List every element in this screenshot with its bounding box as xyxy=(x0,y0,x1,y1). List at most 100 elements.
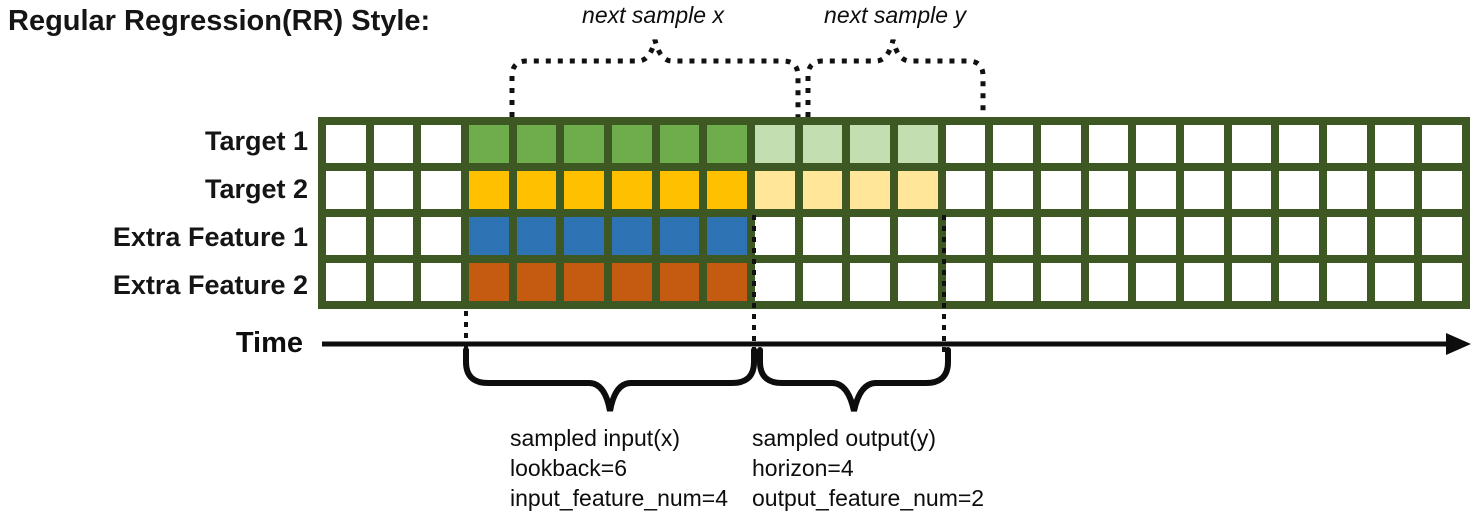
grid-cell xyxy=(755,263,795,301)
grid-cell xyxy=(612,171,652,209)
grid-cell xyxy=(1422,171,1462,209)
grid-cell xyxy=(326,217,366,255)
grid-cell xyxy=(850,171,890,209)
grid-cell xyxy=(993,171,1033,209)
grid-cell xyxy=(1374,217,1415,255)
page-title: Regular Regression(RR) Style: xyxy=(8,5,431,37)
grid-cell xyxy=(1422,217,1462,255)
grid-cell xyxy=(850,125,890,163)
grid-cell xyxy=(898,217,938,255)
grid-cell xyxy=(707,171,747,209)
grid-cell xyxy=(421,217,461,255)
grid-cell xyxy=(326,125,366,163)
row-label-target-1: Target 1 xyxy=(204,125,308,156)
grid-cell xyxy=(659,125,700,163)
grid-cell xyxy=(564,263,604,301)
grid-cell xyxy=(1231,263,1272,301)
grid-cell xyxy=(421,263,461,301)
grid-cell xyxy=(1279,263,1319,301)
grid-cell xyxy=(1327,125,1367,163)
grid-cell xyxy=(707,263,747,301)
grid-cell xyxy=(564,125,604,163)
grid-cell xyxy=(373,217,414,255)
grid-cell xyxy=(564,171,604,209)
grid-cell xyxy=(326,171,366,209)
grid-cell xyxy=(1374,125,1415,163)
grid-cell xyxy=(612,263,652,301)
grid-cell xyxy=(1088,171,1129,209)
grid-cell xyxy=(373,171,414,209)
grid-cell xyxy=(1136,217,1176,255)
grid-cell xyxy=(326,263,366,301)
grid-cell xyxy=(1136,171,1176,209)
grid-cell xyxy=(659,217,700,255)
grid-cell xyxy=(373,125,414,163)
output-feature-num: output_feature_num=2 xyxy=(752,485,985,511)
grid-cell xyxy=(1041,171,1081,209)
time-axis-label: Time xyxy=(235,327,303,359)
grid-cell xyxy=(1327,263,1367,301)
sampled-output-caption: sampled output(y) horizon=4 output_featu… xyxy=(752,423,984,513)
grid-cell xyxy=(802,217,843,255)
grid-cell xyxy=(898,171,938,209)
grid-cell xyxy=(1184,217,1224,255)
grid-cell xyxy=(1136,125,1176,163)
grid-cell xyxy=(1422,125,1462,163)
grid-cell xyxy=(755,125,795,163)
grid-cell xyxy=(1374,263,1415,301)
grid-cell xyxy=(802,125,843,163)
grid-cell xyxy=(1041,263,1081,301)
grid-cell xyxy=(516,217,557,255)
grid-cell xyxy=(1422,263,1462,301)
grid-cell xyxy=(1041,125,1081,163)
grid-cell xyxy=(469,217,509,255)
sampled-output-title: sampled output(y) xyxy=(752,425,937,451)
lookback-value: lookback=6 xyxy=(510,455,627,481)
grid-cell xyxy=(1231,125,1272,163)
next-sample-x-brace xyxy=(509,39,801,117)
horizon-value: horizon=4 xyxy=(752,455,854,481)
sampled-input-title: sampled input(x) xyxy=(510,425,681,451)
grid-cell xyxy=(659,263,700,301)
grid-cell xyxy=(421,125,461,163)
grid-cell xyxy=(755,171,795,209)
grid-cell xyxy=(707,217,747,255)
grid-cell xyxy=(612,217,652,255)
sampled-input-caption: sampled input(x) lookback=6 input_featur… xyxy=(510,423,728,513)
row-label-target-2: Target 2 xyxy=(204,173,308,204)
grid-cell xyxy=(1088,263,1129,301)
grid-cell xyxy=(898,125,938,163)
grid-cell xyxy=(802,263,843,301)
grid-cell xyxy=(1279,171,1319,209)
grid-cell xyxy=(945,263,986,301)
grid-cell xyxy=(802,171,843,209)
grid-cell xyxy=(1088,217,1129,255)
grid-cell xyxy=(850,263,890,301)
grid-cell xyxy=(1231,171,1272,209)
grid-cell xyxy=(1327,171,1367,209)
timeseries-grid xyxy=(318,117,1470,309)
grid-cell xyxy=(516,263,557,301)
grid-cell xyxy=(1136,263,1176,301)
grid-cell xyxy=(373,263,414,301)
grid-cell xyxy=(1327,217,1367,255)
grid-cell xyxy=(564,217,604,255)
grid-cell xyxy=(1184,263,1224,301)
grid-cell xyxy=(1041,217,1081,255)
grid-cell xyxy=(612,125,652,163)
grid-cell xyxy=(1231,217,1272,255)
grid-cell xyxy=(1279,217,1319,255)
grid-cell xyxy=(945,171,986,209)
grid-cell xyxy=(1184,171,1224,209)
grid-cell xyxy=(516,171,557,209)
grid-cell xyxy=(421,171,461,209)
row-labels: Target 1 Target 2 Extra Feature 1 Extra … xyxy=(0,117,308,309)
grid-cell xyxy=(1279,125,1319,163)
sampled-output-brace xyxy=(757,347,951,412)
grid-cell xyxy=(1088,125,1129,163)
time-axis-arrowhead xyxy=(1446,333,1471,355)
grid-cell xyxy=(945,217,986,255)
grid-cell xyxy=(469,263,509,301)
grid-cell xyxy=(1184,125,1224,163)
